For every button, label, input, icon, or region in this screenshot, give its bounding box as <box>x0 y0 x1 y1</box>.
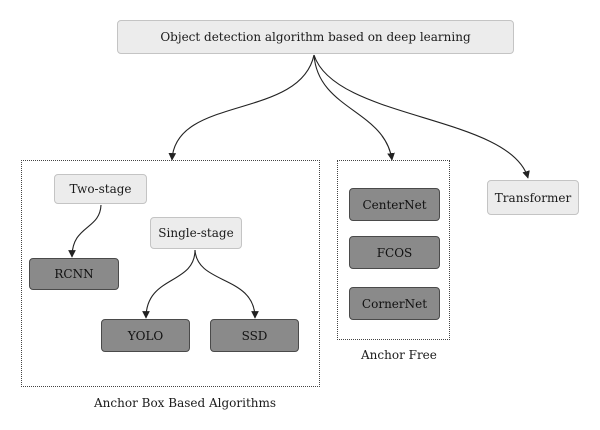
rcnn-label: RCNN <box>54 267 94 281</box>
two-stage-node: Two-stage <box>54 174 147 204</box>
root-node-label: Object detection algorithm based on deep… <box>160 30 471 44</box>
centernet-node: CenterNet <box>349 188 440 221</box>
transformer-label: Transformer <box>494 190 572 205</box>
cornernet-label: CornerNet <box>361 296 428 311</box>
rcnn-node: RCNN <box>29 258 119 290</box>
edge-root-to-anchor-free <box>313 54 395 161</box>
anchor-free-caption: Anchor Free <box>361 348 437 362</box>
edge-root-to-transformer <box>313 54 530 179</box>
yolo-node: YOLO <box>101 319 190 352</box>
edge-single-stage-to-yolo <box>142 249 196 319</box>
edge-root-to-anchor-box <box>168 54 315 161</box>
ssd-node: SSD <box>210 319 299 352</box>
single-stage-node: Single-stage <box>150 217 242 249</box>
centernet-label: CenterNet <box>362 197 427 212</box>
ssd-label: SSD <box>241 328 268 343</box>
single-stage-label: Single-stage <box>158 226 234 240</box>
two-stage-label: Two-stage <box>69 182 132 196</box>
edge-two-stage-to-rcnn <box>68 204 102 258</box>
anchor-box-caption: Anchor Box Based Algorithms <box>94 396 277 410</box>
fcos-node: FCOS <box>349 236 440 269</box>
anchor-free-group <box>337 160 450 340</box>
edge-single-stage-to-ssd <box>194 249 259 319</box>
anchor-box-group <box>21 160 320 387</box>
transformer-node: Transformer <box>487 180 579 215</box>
root-node: Object detection algorithm based on deep… <box>117 20 514 54</box>
yolo-label: YOLO <box>127 328 164 343</box>
fcos-label: FCOS <box>376 245 413 260</box>
cornernet-node: CornerNet <box>349 287 440 320</box>
